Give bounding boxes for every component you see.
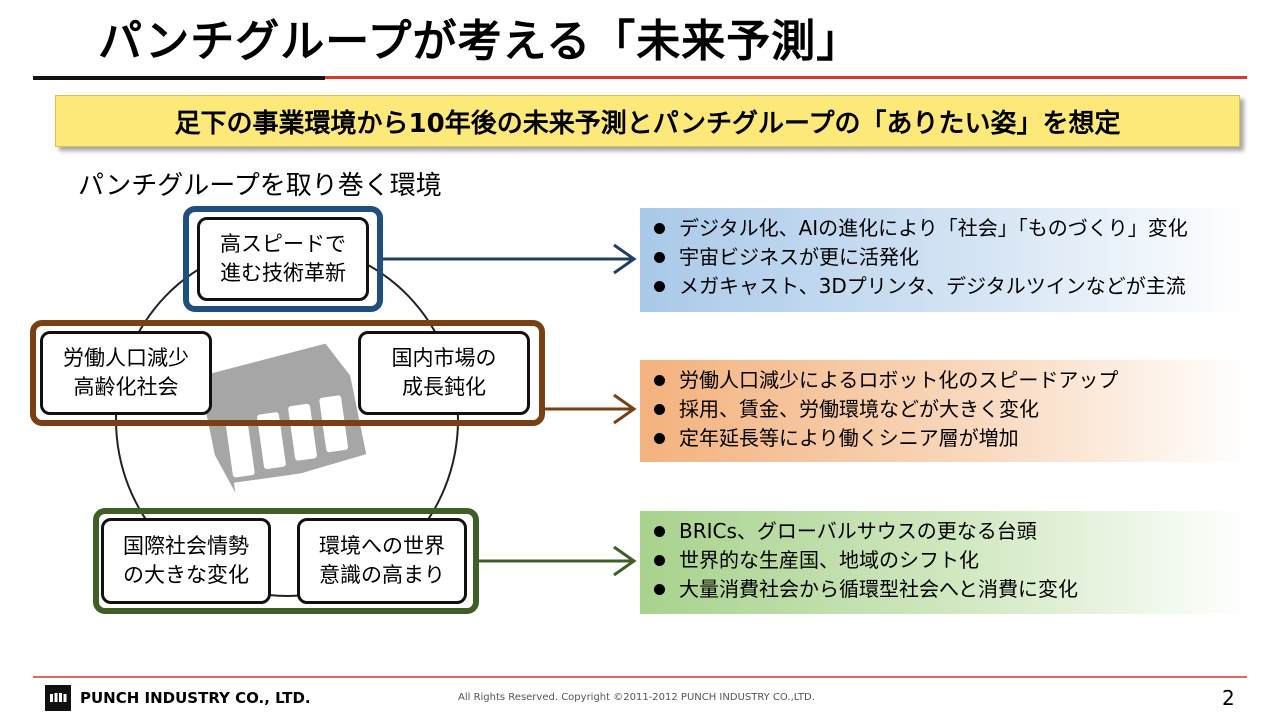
node-labor-decline: 労働人口減少 高齢化社会 [40, 331, 212, 415]
list-item: 定年延長等により働くシニア層が増加 [654, 424, 1250, 453]
node-international: 国際社会情勢 の大きな変化 [101, 518, 271, 604]
bullet-icon [654, 223, 665, 234]
bullet-icon [654, 526, 665, 537]
node-line: 国際社会情勢 [123, 534, 249, 558]
bullet-icon [654, 281, 665, 292]
node-line: の大きな変化 [123, 563, 249, 587]
node-environment: 環境への世界 意識の高まり [297, 518, 467, 604]
node-line: 高齢化社会 [73, 375, 179, 399]
bullet-icon [654, 252, 665, 263]
arrow-right-icon [479, 545, 637, 577]
list-item: 採用、賃金、労働環境などが大きく変化 [654, 395, 1250, 424]
fist-icon [198, 343, 367, 493]
list-item: 世界的な生産国、地域のシフト化 [654, 546, 1250, 575]
page-title: パンチグループが考える「未来予測」 [98, 16, 862, 67]
node-line: 進む技術革新 [220, 261, 346, 285]
title-rule-black [33, 76, 325, 80]
title-rule-red [325, 76, 1247, 79]
bullet-icon [654, 404, 665, 415]
arrow-right-icon [383, 243, 637, 275]
bullet-icon [654, 555, 665, 566]
market-frame [30, 320, 545, 426]
list-item: 労働人口減少によるロボット化のスピードアップ [654, 366, 1250, 395]
bullet-icon [654, 584, 665, 595]
tech-trends-box: デジタル化、AIの進化により「社会」「ものづくり」変化 宇宙ビジネスが更に活発化… [640, 208, 1250, 312]
node-domestic-market: 国内市場の 成長鈍化 [358, 331, 530, 415]
bullet-icon [654, 433, 665, 444]
arrow-right-icon [545, 393, 637, 425]
section-subtitle: パンチグループを取り巻く環境 [78, 171, 442, 201]
list-item: デジタル化、AIの進化により「社会」「ものづくり」変化 [654, 214, 1250, 243]
page-number: 2 [1222, 686, 1235, 710]
company-name: PUNCH INDUSTRY CO., LTD. [80, 689, 311, 707]
node-tech-innovation: 高スピードで 進む技術革新 [197, 217, 369, 301]
node-line: 環境への世界 [319, 534, 445, 558]
summary-banner: 足下の事業環境から10年後の未来予測とパンチグループの「ありたい姿」を想定 [55, 95, 1240, 147]
node-line: 高スピードで [220, 232, 346, 256]
node-line: 労働人口減少 [63, 346, 189, 370]
bullet-icon [654, 375, 665, 386]
punch-logo-icon [45, 685, 71, 711]
list-item: 宇宙ビジネスが更に活発化 [654, 243, 1250, 272]
list-item: メガキャスト、3Dプリンタ、デジタルツインなどが主流 [654, 272, 1250, 301]
node-line: 成長鈍化 [402, 375, 486, 399]
list-item: BRICs、グローバルサウスの更なる台頭 [654, 517, 1250, 546]
global-trends-box: BRICs、グローバルサウスの更なる台頭 世界的な生産国、地域のシフト化 大量消… [640, 511, 1250, 614]
society-frame [93, 508, 479, 614]
footer-rule [33, 676, 1247, 678]
tech-frame [183, 206, 383, 312]
list-item: 大量消費社会から循環型社会へと消費に変化 [654, 575, 1250, 604]
node-line: 意識の高まり [319, 563, 445, 587]
node-line: 国内市場の [391, 346, 497, 370]
copyright-notice: All Rights Reserved. Copyright ©2011-201… [458, 692, 815, 703]
labor-trends-box: 労働人口減少によるロボット化のスピードアップ 採用、賃金、労働環境などが大きく変… [640, 360, 1250, 462]
